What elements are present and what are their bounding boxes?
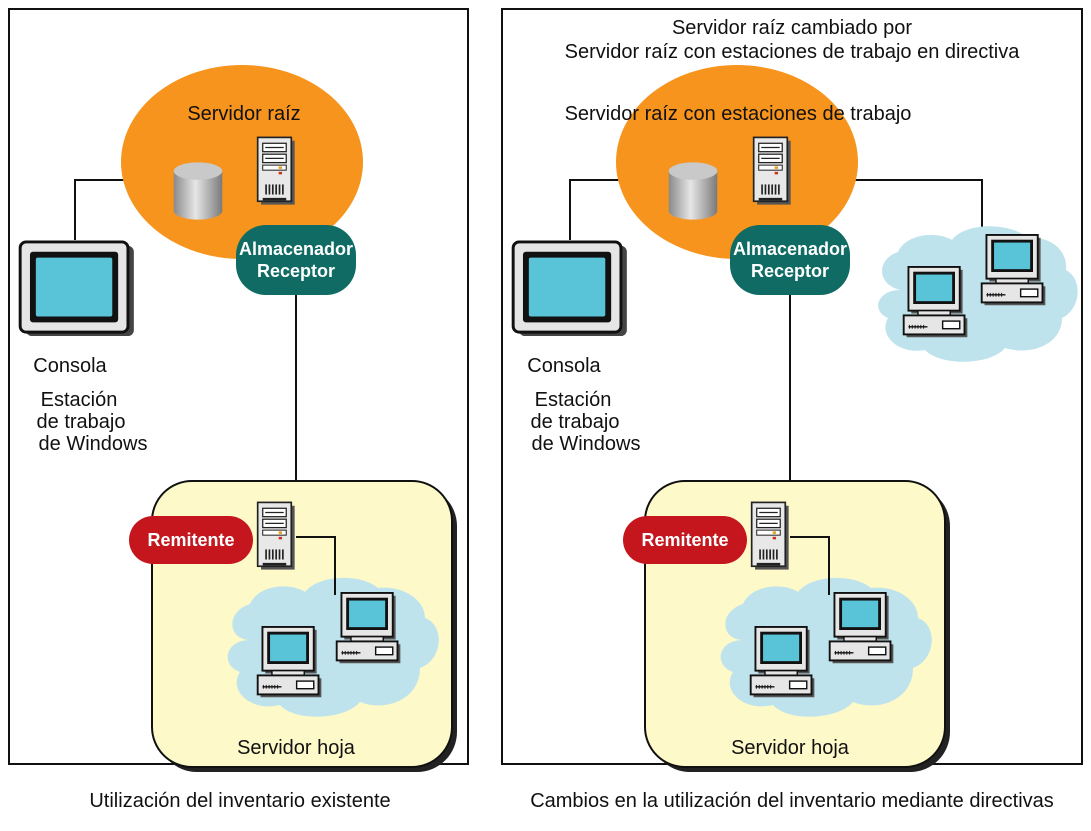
server-tower-icon bbox=[256, 136, 296, 206]
right-panel: Servidor raíz cambiado por Servidor raíz… bbox=[501, 8, 1083, 772]
monitor-icon bbox=[511, 240, 629, 338]
left-caption: Utilización del inventario existente bbox=[89, 790, 390, 812]
desktop-workstation-icon bbox=[828, 592, 895, 665]
left-root-server-label: Servidor raíz bbox=[187, 103, 300, 125]
monitor-icon bbox=[18, 240, 136, 338]
left-sender-pill bbox=[129, 516, 253, 564]
left-line-leaf-pc bbox=[296, 536, 336, 595]
right-header-line1: Servidor raíz cambiado por bbox=[672, 17, 912, 39]
left-console-label: Consola bbox=[33, 355, 107, 377]
left-line-console-root bbox=[74, 179, 130, 240]
left-ws-line1: Estación bbox=[41, 389, 118, 411]
desktop-workstation-icon bbox=[980, 234, 1047, 307]
right-sender-pill bbox=[623, 516, 747, 564]
right-collector-line1: Almacenador bbox=[733, 239, 847, 259]
database-icon bbox=[173, 162, 223, 220]
right-ws-line1: Estación bbox=[535, 389, 612, 411]
left-sender-label: Remitente bbox=[147, 530, 234, 550]
left-collector-pill bbox=[236, 225, 356, 295]
desktop-workstation-icon bbox=[256, 626, 323, 699]
right-ws-line2: de trabajo bbox=[531, 411, 620, 433]
desktop-workstation-icon bbox=[335, 592, 402, 665]
left-leaf-label: Servidor hoja bbox=[237, 737, 356, 759]
right-line-leaf-pc bbox=[790, 536, 830, 595]
server-tower-icon bbox=[750, 501, 790, 571]
right-console-label: Consola bbox=[527, 355, 601, 377]
right-network-cloud bbox=[720, 577, 932, 717]
network-cloud-icon bbox=[720, 577, 932, 717]
right-header-line2: Servidor raíz con estaciones de trabajo … bbox=[565, 41, 1021, 63]
database-icon bbox=[668, 162, 718, 220]
right-sender-label: Remitente bbox=[641, 530, 728, 550]
left-network-cloud bbox=[227, 577, 439, 717]
left-ws-line3: de Windows bbox=[39, 433, 148, 455]
desktop-workstation-icon bbox=[749, 626, 816, 699]
server-tower-icon bbox=[256, 501, 296, 571]
left-collector-line1: Almacenador bbox=[239, 239, 353, 259]
right-collector-line2: Receptor bbox=[751, 261, 829, 281]
server-tower-icon bbox=[752, 136, 792, 206]
right-root-server-label: Servidor raíz con estaciones de trabajo bbox=[565, 103, 912, 125]
right-ws-line3: de Windows bbox=[532, 433, 641, 455]
right-line-console-root bbox=[569, 179, 625, 240]
left-collector-line2: Receptor bbox=[257, 261, 335, 281]
network-cloud-icon bbox=[227, 577, 439, 717]
right-line-root-cloud bbox=[850, 179, 983, 240]
right-caption: Cambios en la utilización del inventario… bbox=[530, 790, 1054, 812]
left-panel: Servidor raíz Almacenador Receptor Conso… bbox=[8, 8, 469, 772]
right-collector-pill bbox=[730, 225, 850, 295]
right-leaf-label: Servidor hoja bbox=[731, 737, 850, 759]
left-ws-line2: de trabajo bbox=[37, 411, 126, 433]
desktop-workstation-icon bbox=[902, 266, 969, 339]
